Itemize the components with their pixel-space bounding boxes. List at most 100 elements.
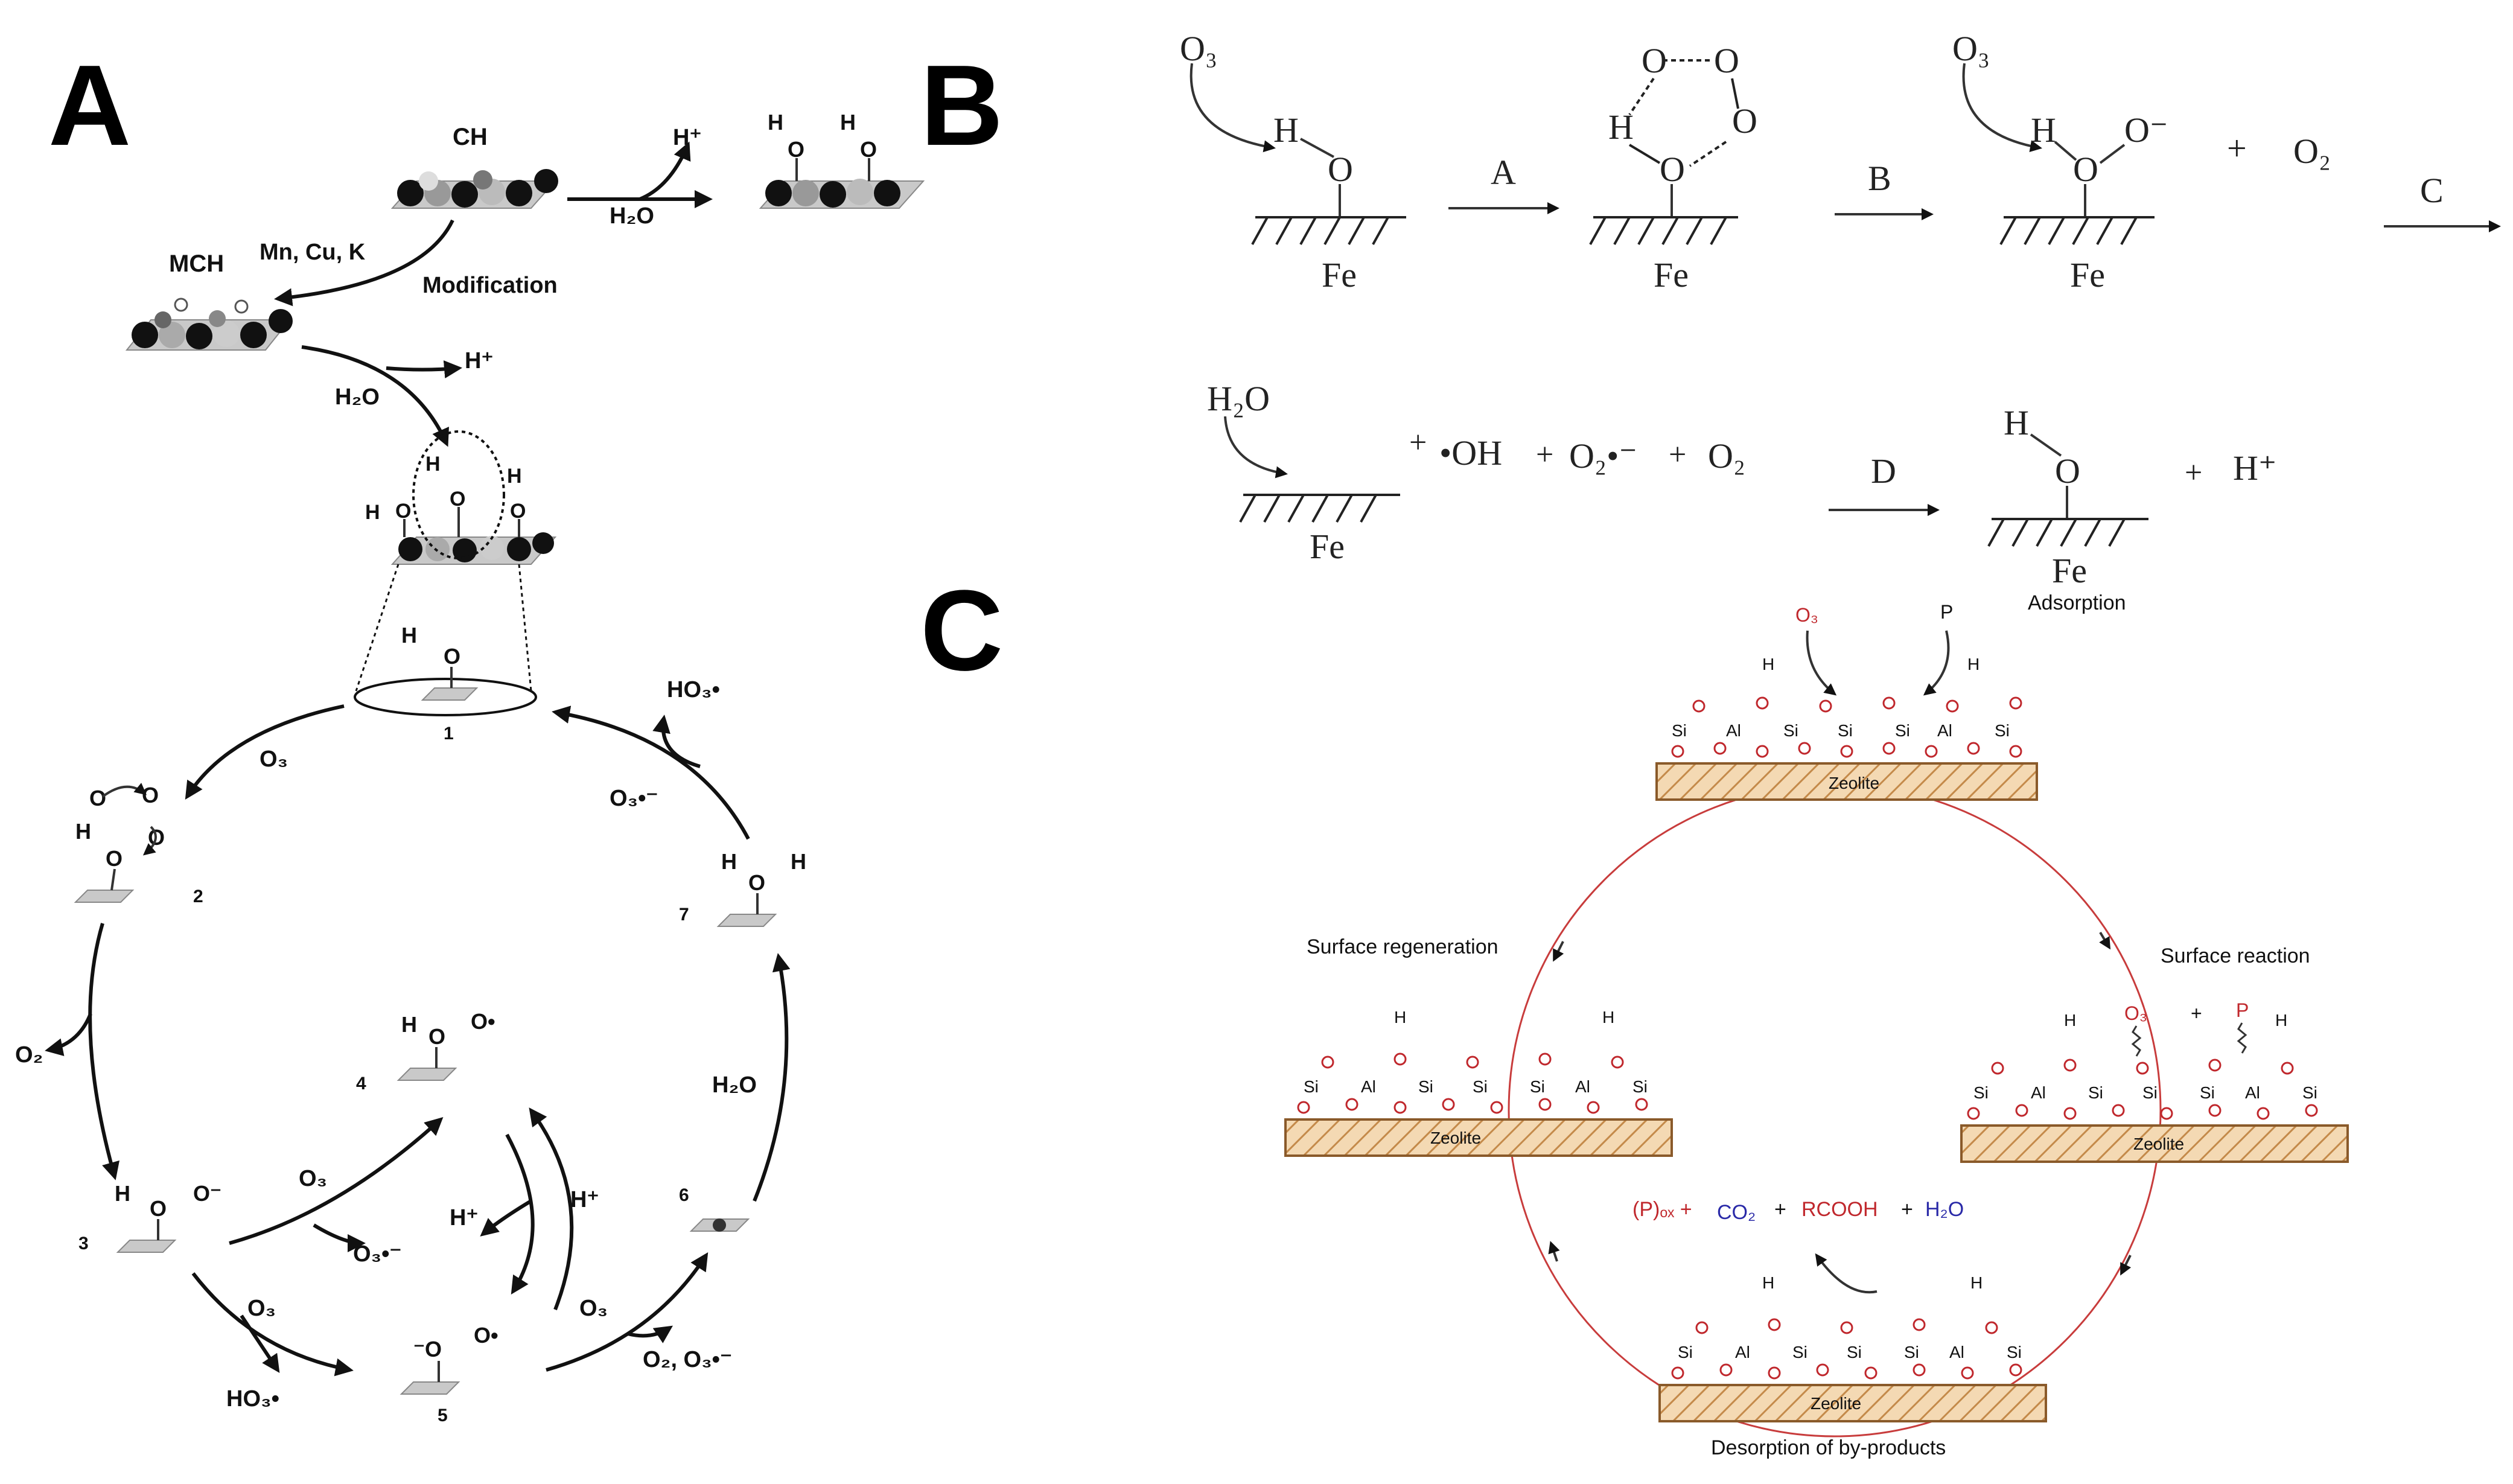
label-h2o-top: H₂O [610,203,654,229]
svg-text:H: H [1273,110,1299,150]
species-1: O H 1 [354,623,537,744]
svg-text:H: H [2031,110,2056,150]
svg-text:C: C [2420,171,2444,210]
panel-letter-b: B [920,42,1003,170]
svg-text:+: + [1774,1198,1786,1221]
svg-text:H: H [75,819,91,844]
svg-text:Si: Si [2302,1083,2317,1102]
svg-text:O: O [450,488,465,511]
svg-text:Al: Al [1361,1077,1376,1096]
svg-text:O: O [1642,41,1667,80]
svg-text:H₂O: H₂O [1207,379,1270,418]
svg-text:Si: Si [1530,1077,1545,1096]
c-label-surface-regeneration: Surface regeneration [1307,935,1499,958]
svg-text:P: P [2236,999,2249,1021]
label-n6: 6 [679,1185,689,1205]
svg-text:+: + [2185,456,2202,490]
arrow-1-to-2 [185,704,345,800]
c-zeolite-right: Zeolite Si Al Si Si Si Al Si H H O₃ + P [1960,999,2349,1163]
svg-text:O⁻: O⁻ [193,1181,221,1206]
catalyst-hydroxylated: O H O H [759,110,925,209]
svg-text:O⁻: O⁻ [2124,110,2168,150]
catalyst-zoom: H O H O H O [355,430,557,692]
arrow-o2-release [45,1013,92,1056]
svg-text:H: H [1967,655,1980,674]
svg-text:H: H [840,110,856,135]
label-o2: O₂ [15,1042,43,1068]
label-hplus-top: H⁺ [673,125,702,150]
svg-text:Si: Si [1792,1343,1808,1361]
svg-text:O: O [1328,150,1353,189]
svg-text:H: H [1970,1273,1983,1292]
svg-text:H: H [2064,1011,2076,1030]
svg-text:O: O [444,644,460,669]
label-o3-1to2: O₃ [260,747,288,772]
svg-text:O: O [1660,150,1685,189]
svg-text:(P)ₒₓ +: (P)ₒₓ + [1632,1198,1692,1221]
svg-text:D: D [1871,451,1896,491]
svg-text:Zeolite: Zeolite [2133,1135,2184,1153]
label-n3: 3 [78,1234,89,1253]
svg-text:+: + [1901,1198,1913,1221]
label-mch: MCH [169,250,224,277]
svg-text:O: O [89,786,106,810]
arrow-ho3-release [240,1314,280,1373]
svg-text:Si: Si [2088,1083,2103,1102]
catalyst-mch [125,298,293,351]
species-4: H O O• 4 [356,1009,495,1094]
species-5: ⁻O O• 5 [400,1323,498,1425]
svg-text:H: H [365,501,380,524]
svg-text:Fe: Fe [2052,551,2087,590]
label-mncuk: Mn, Cu, K [260,240,366,265]
label-hplus-mid: H⁺ [465,348,494,374]
svg-text:Zeolite: Zeolite [1430,1129,1481,1147]
label-n7: 7 [679,905,689,925]
svg-text:H: H [2004,403,2029,442]
svg-text:A: A [1491,153,1516,192]
svg-text:H: H [1608,107,1634,147]
svg-text:Si: Si [1304,1077,1319,1096]
svg-text:O₂: O₂ [1708,436,1745,476]
svg-text:O: O [1732,101,1757,141]
species-6: 6 [679,1185,750,1232]
label-o3-3to5: O₃ [247,1296,276,1321]
label-o2o3: O₂, O₃•⁻ [643,1347,732,1372]
catalyst-ch [390,169,558,209]
svg-text:O₂•⁻: O₂•⁻ [1569,436,1637,476]
svg-text:Al: Al [2031,1083,2046,1102]
svg-text:Al: Al [1575,1077,1590,1096]
label-h2o-6to7: H₂O [712,1072,757,1098]
c-label-surface-reaction: Surface reaction [2161,944,2310,967]
svg-text:O: O [395,500,411,523]
svg-text:O: O [510,500,526,523]
label-n5: 5 [438,1406,448,1425]
svg-text:H: H [115,1181,130,1206]
svg-text:Al: Al [1726,721,1741,740]
svg-text:O: O [788,137,804,162]
c-o3-incoming: O₃ [1795,604,1818,626]
panel-c: Adsorption Surface regeneration Surface … [1284,591,2349,1459]
svg-text:H: H [1394,1008,1406,1027]
label-ho3-top: HO₃• [667,677,720,702]
svg-text:O₃: O₃ [1952,29,1990,68]
svg-text:O: O [1714,41,1739,80]
svg-text:B: B [1868,159,1891,198]
svg-text:Si: Si [1418,1077,1433,1096]
svg-text:+: + [1536,438,1553,472]
svg-text:Fe: Fe [2070,255,2105,295]
c-byproducts: (P)ₒₓ + CO₂ + RCOOH + H₂O [1632,1198,1964,1294]
svg-text:RCOOH: RCOOH [1801,1198,1878,1221]
svg-text:Al: Al [1949,1343,1964,1361]
svg-text:H: H [721,849,737,874]
arrow-3-to-5 [191,1272,354,1377]
label-o3rad-3: O₃•⁻ [353,1241,402,1267]
panel-b: O₃ H O Fe A O O O H O Fe [1180,29,2501,590]
svg-text:Al: Al [1937,721,1952,740]
svg-text:O: O [748,870,765,895]
svg-text:H: H [1762,1273,1774,1292]
svg-text:Si: Si [2007,1343,2022,1361]
svg-text:H: H [401,1012,417,1037]
label-hplus-5: H⁺ [570,1187,599,1212]
panel-letter-c: C [920,567,1003,695]
svg-text:⁻O: ⁻O [413,1337,442,1361]
